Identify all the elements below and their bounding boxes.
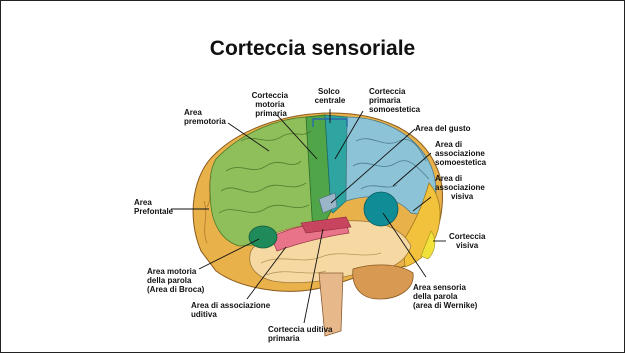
label-area-premotoria: Area premotoria (184, 108, 226, 126)
label-corteccia-somoestetica: Corteccia primaria somoestetica (369, 87, 421, 114)
temporal-gyri (260, 252, 382, 276)
wernicke-area (363, 191, 399, 227)
leader-lines (171, 109, 446, 324)
gustatory-area (318, 192, 338, 214)
label-area-assoc-uditiva: Area di associazione uditiva (191, 301, 272, 319)
label-area-broca: Area motoria della parola (Area di Broca… (147, 267, 205, 294)
prefrontal-gyri (203, 175, 212, 244)
brain-stem (318, 272, 344, 337)
label-corteccia-motoria: Corteccia motoria primaria (252, 91, 291, 118)
cerebellum (352, 264, 414, 300)
slide-title: Corteccia sensoriale (209, 37, 416, 60)
primary-auditory-area (300, 216, 352, 234)
parietal-gyri (352, 138, 430, 190)
label-corteccia-visiva: Corteccia visiva (449, 232, 488, 250)
gyri-lines (218, 130, 312, 214)
label-area-assoc-visiva: Area di associazione visiva (435, 174, 487, 201)
label-corteccia-uditiva: Corteccia uditiva primaria (268, 325, 335, 343)
primary-visual-cortex (420, 230, 436, 260)
label-area-wernike: Area sensoria della parola (area di Wern… (413, 283, 478, 310)
label-area-assoc-somoestetica: Area di associazione somoestetica (435, 140, 487, 167)
label-solco-centrale: Solco centrale (315, 87, 346, 105)
brain-illustration (192, 112, 443, 337)
broca-area (248, 225, 278, 249)
label-area-gusto: Area del gusto (415, 124, 471, 133)
label-area-prefrontale: Area Prefontale (134, 198, 174, 216)
